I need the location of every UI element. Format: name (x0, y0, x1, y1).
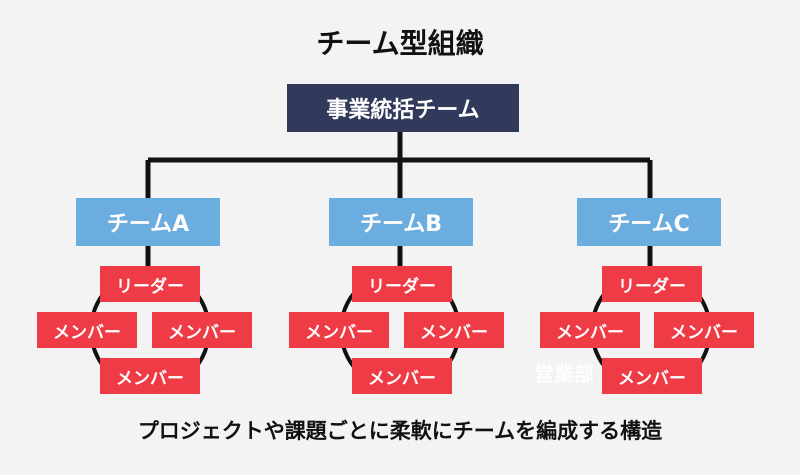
team-node-c: チームC (577, 198, 721, 246)
team-c-leader: リーダー (602, 266, 702, 302)
team-node-b: チームB (329, 198, 473, 246)
chart-caption: プロジェクトや課題ごとに柔軟にチームを編成する構造 (137, 419, 663, 443)
team-b-member-2: メンバー (404, 312, 504, 348)
team-b-member-3: メンバー (352, 358, 452, 394)
chart-title: チーム型組織 (316, 27, 484, 60)
team-b-leader: リーダー (352, 266, 452, 302)
team-a-leader: リーダー (100, 266, 200, 302)
root-node: 事業統括チーム (287, 84, 519, 132)
team-c-member-3: メンバー (602, 358, 702, 394)
team-a-member-2: メンバー (152, 312, 252, 348)
team-a-member-3: メンバー (100, 358, 200, 394)
team-c-member-2: メンバー (654, 312, 754, 348)
team-c-member-1: メンバー (540, 312, 640, 348)
team-b-member-1: メンバー (289, 312, 389, 348)
team-node-a: チームA (76, 198, 220, 246)
team-a-member-1: メンバー (37, 312, 137, 348)
